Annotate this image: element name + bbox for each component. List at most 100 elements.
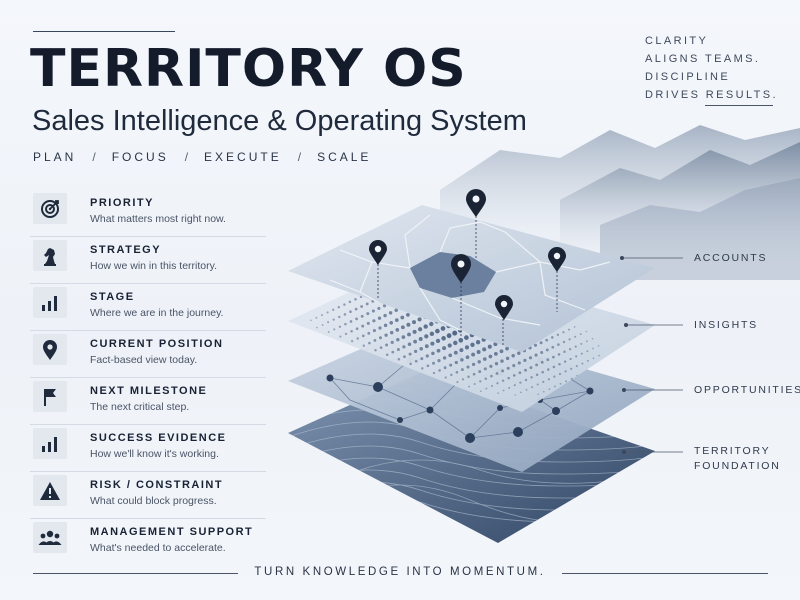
insight-dot [585,340,588,343]
insight-dot [385,343,389,347]
insight-dot [574,345,577,348]
insight-dot [444,376,447,379]
phase-scale: SCALE [317,150,372,164]
insight-dot [429,331,435,337]
insight-dot [338,325,342,328]
insight-dot [436,348,441,353]
insight-dot [536,383,539,386]
insight-dot [518,371,522,375]
insight-dot [383,313,387,318]
list-item-success-evidence: SUCCESS EVIDENCE How we'll know it's wor… [30,425,266,472]
item-description: Where we are in the journey. [90,307,224,319]
label-line: TERRITORY [694,445,771,457]
insight-dot [562,331,565,334]
insight-dot [431,351,435,356]
bar-chart-icon [33,428,67,459]
insight-dot [472,372,476,376]
map-pin-icon [33,334,67,365]
insight-dot [394,308,398,313]
insight-dot [494,362,499,366]
map-pin-icon [466,189,486,217]
item-description: How we'll know it's working. [90,448,219,460]
insight-dot [545,348,549,352]
insight-dot [505,346,509,351]
insight-dot [517,361,521,365]
insight-dot [348,300,352,304]
target-icon [33,193,67,224]
insight-dot [478,370,482,374]
insight-dot [441,336,446,341]
insight-dot [585,330,588,333]
insight-dot [485,387,488,390]
insight-dot [542,390,545,393]
insight-dot [475,340,481,345]
insight-dot [372,329,376,333]
insight-dot [326,311,329,314]
insight-dot [371,309,375,313]
insight-dot [396,348,400,351]
phase-plan: PLAN [33,150,77,164]
insight-dot [476,350,481,354]
insight-dot [557,343,560,346]
insight-dot [412,329,417,334]
layer-connectors [622,257,683,453]
insight-dot [464,345,470,350]
insight-dot [473,382,476,386]
insight-dot [383,323,388,328]
label-line: FOUNDATION [694,460,781,472]
insight-dot [535,363,539,367]
insight-dot [406,313,410,317]
insight-dot [464,335,469,340]
insight-dot [455,370,459,374]
map-pin-icon [495,295,513,320]
insight-dot [343,313,347,316]
insight-dot [568,338,571,341]
insight-dot [435,338,441,344]
item-description: What could block progress. [90,495,217,507]
item-title: PRIORITY [90,197,154,209]
insight-dot [460,368,464,372]
insight-dot [442,356,447,360]
insight-dot [377,306,381,310]
insight-dot [528,356,533,360]
insight-dot [435,328,440,334]
insight-dot [332,308,335,311]
insight-dot [437,359,441,363]
item-description: What's needed to accelerate. [90,542,226,554]
insight-dot [440,326,446,331]
insight-dot [506,366,510,370]
insight-dot [530,376,533,379]
insight-dot [553,375,556,378]
insight-dot [598,354,600,357]
insight-dot [558,362,561,366]
insight-dot [366,312,370,316]
insight-dot [426,364,430,368]
insight-dot [490,384,494,387]
phase-separator: / [184,150,189,164]
insight-dot [360,305,364,308]
insight-dot [519,381,522,384]
insight-dot [552,365,556,369]
insight-dot [355,327,359,331]
insight-dot [407,332,411,337]
insight-dot [360,314,364,318]
insight-dot [500,359,504,363]
quote-line: CLARITY [645,35,709,47]
insight-dot [449,363,453,367]
phase-separator: / [297,150,302,164]
insight-dot [579,333,582,336]
insight-dot [488,354,493,359]
insight-dot [379,346,383,349]
insight-dot [523,358,527,362]
insight-dot [338,315,341,319]
warning-icon [33,475,67,506]
insight-dot [575,365,578,368]
insight-dot [450,373,453,377]
insight-dot [489,364,493,368]
insight-dot [541,370,544,374]
insight-dot [461,378,465,381]
item-title: SUCCESS EVIDENCE [90,432,227,444]
insight-dot [592,357,595,360]
insight-dot [499,349,504,354]
